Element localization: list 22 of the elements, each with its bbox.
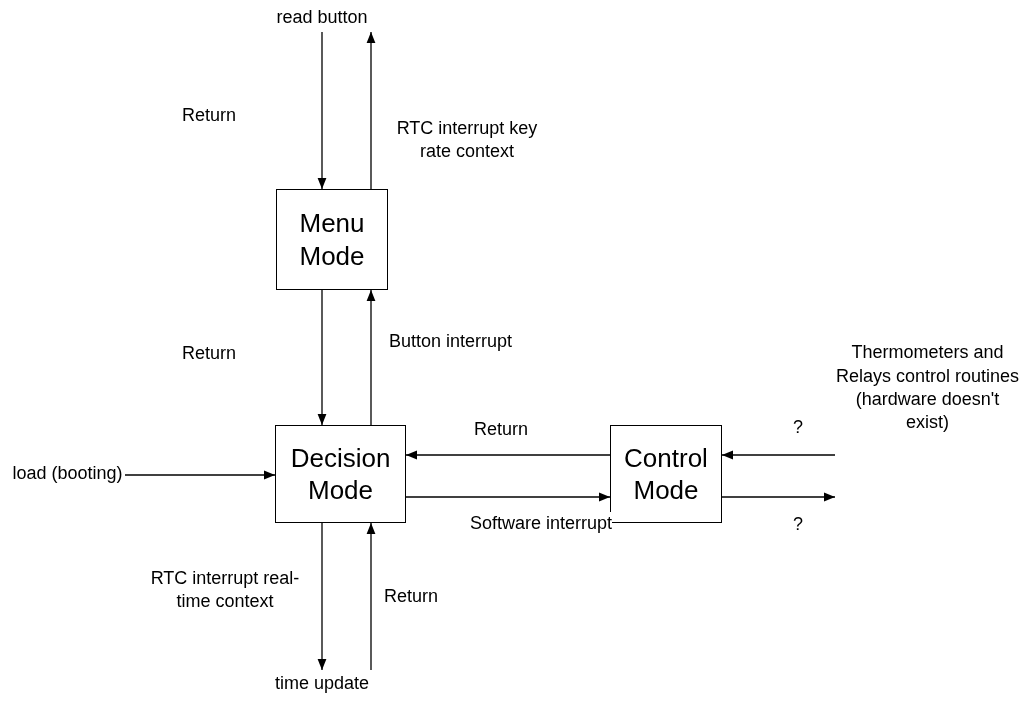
arrow (317, 289, 327, 426)
box-label: Menu Mode (298, 207, 366, 272)
arrow (721, 492, 836, 502)
box-label: Decision Mode (289, 441, 392, 507)
process-box (275, 425, 406, 523)
box-label: Control Mode (623, 441, 709, 507)
node-text: read button (276, 6, 368, 30)
arrow (317, 522, 327, 671)
node-text: time update (274, 672, 370, 696)
arrow (366, 522, 376, 671)
arrow (366, 31, 376, 190)
arrow (405, 492, 611, 502)
arrow (721, 450, 836, 460)
arrow (317, 31, 327, 190)
arrow (405, 450, 611, 460)
arrow (124, 470, 276, 480)
node-text: Thermometers and Relays control routines (hardware doesn't exist) (835, 341, 1020, 435)
process-box (276, 189, 388, 290)
process-box (610, 425, 722, 523)
arrow (366, 289, 376, 426)
node-text: load (booting) (12, 462, 123, 486)
edge-label: Software interrupt (470, 512, 613, 536)
